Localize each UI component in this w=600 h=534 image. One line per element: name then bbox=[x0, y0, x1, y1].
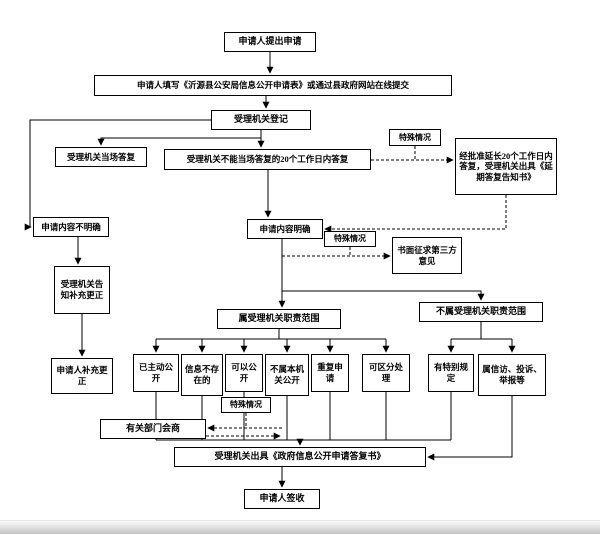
flow-node-inform-supplement: 受理机关告知补充更正 bbox=[54, 266, 110, 314]
flow-node-separable: 可区分处理 bbox=[362, 354, 410, 392]
flow-node-out-of-scope: 不属受理机关职责范围 bbox=[419, 302, 543, 322]
flow-node-third-party-opinion: 书面征求第三方意见 bbox=[392, 237, 462, 274]
flow-node-repeat-apply: 重复申请 bbox=[311, 354, 349, 392]
flow-node-department-consult: 有关部门会商 bbox=[100, 419, 206, 439]
horizontal-scrollbar[interactable] bbox=[0, 520, 600, 534]
flow-node-special-rule: 有特别规定 bbox=[428, 354, 474, 392]
flow-node-issue-reply-document: 受理机关出具《政府信息公开申请答复书》 bbox=[174, 447, 426, 467]
flow-node-in-scope: 属受理机关职责范围 bbox=[217, 309, 341, 329]
flow-node-petition-complaint: 属信访、投诉、举报等 bbox=[478, 354, 546, 396]
flow-node-already-public: 已主动公开 bbox=[133, 354, 179, 392]
flow-node-content-clear: 申请内容明确 bbox=[247, 219, 323, 239]
edge-clear-to-outscope bbox=[282, 290, 485, 301]
flow-node-not-this-org: 不属本机关公开 bbox=[265, 354, 309, 396]
edge-petition-to-issue bbox=[427, 396, 513, 461]
flow-node-fill-form: 申请人填写《沂源县公安局信息公开申请表》或通过县政府网站在线提交 bbox=[94, 75, 452, 96]
flow-node-content-unclear: 申请内容不明确 bbox=[33, 217, 109, 237]
flow-node-info-not-exist: 信息不存在的 bbox=[181, 354, 223, 396]
edge-register-to-unclear bbox=[24, 119, 211, 231]
flow-node-can-public: 可以公开 bbox=[225, 354, 263, 392]
flow-node-not-onspot-reply: 受理机关不能当场答复的20个工作日内答复 bbox=[164, 149, 371, 170]
flow-node-sign-receive: 申请人签收 bbox=[244, 489, 320, 509]
edge-register-to-onspot bbox=[97, 137, 261, 146]
flow-node-register: 受理机关登记 bbox=[211, 110, 311, 130]
edge-dashed-extend-to-clear bbox=[324, 195, 507, 233]
flow-node-applicant-supplement: 申请人补充更正 bbox=[51, 358, 113, 394]
flow-node-special-case-1: 特殊情况 bbox=[389, 129, 441, 146]
flow-node-special-case-2: 特殊情况 bbox=[324, 231, 376, 247]
flow-node-applicant-submit: 申请人提出申请 bbox=[224, 32, 316, 52]
flow-node-special-case-3: 特殊情况 bbox=[221, 397, 271, 413]
flow-node-extend-reply: 经批准延长20个工作日内答复，受理机关出具《延期答复告知书》 bbox=[455, 138, 557, 195]
flow-node-onspot-reply: 受理机关当场答复 bbox=[55, 147, 147, 167]
